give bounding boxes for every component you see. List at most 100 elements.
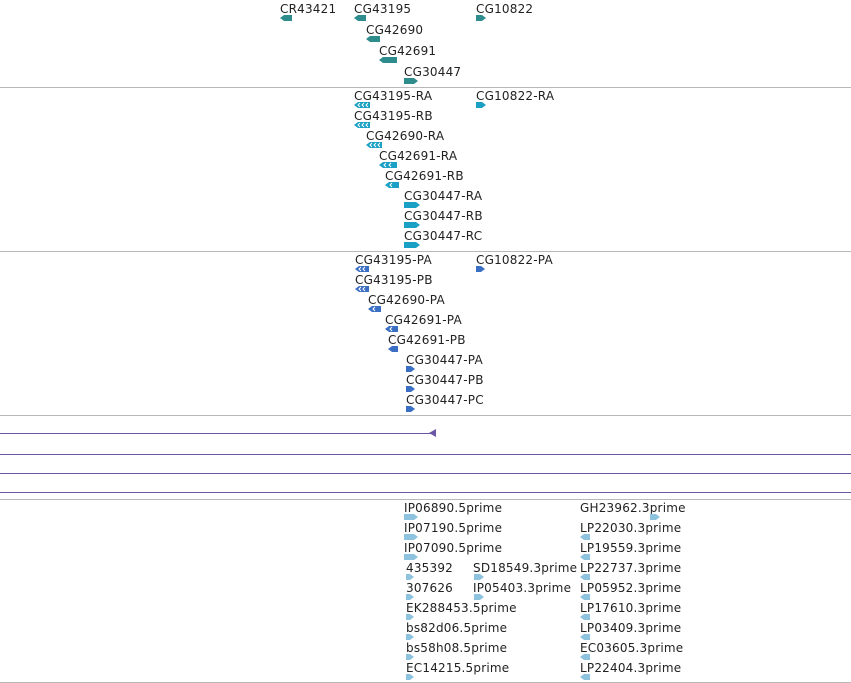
est-feature-right[interactable] xyxy=(474,594,486,602)
est-feature-right[interactable] xyxy=(406,654,416,662)
protein-feature-left[interactable] xyxy=(388,346,400,354)
alignment-line[interactable] xyxy=(0,433,434,434)
est-feature-left[interactable] xyxy=(580,574,592,582)
protein-feature-left[interactable] xyxy=(355,266,371,274)
transcript-feature-left[interactable] xyxy=(354,102,372,110)
est-feature-left[interactable] xyxy=(580,634,592,642)
track-separator xyxy=(0,251,851,252)
transcript-track: CG43195-RA CG10822-RA CG43195-RB CG42690… xyxy=(0,88,851,251)
est-feature-left[interactable] xyxy=(580,534,592,542)
est-label[interactable]: LP19559.3prime xyxy=(580,541,682,555)
est-feature-right[interactable] xyxy=(406,594,416,602)
est-feature-right[interactable] xyxy=(406,574,416,582)
est-label[interactable]: IP07190.5prime xyxy=(404,521,503,535)
protein-feature-left[interactable] xyxy=(385,326,400,334)
protein-label[interactable]: CG30447-PA xyxy=(406,353,483,367)
est-label[interactable]: LP17610.3prime xyxy=(580,601,682,615)
gene-label[interactable]: CR43421 xyxy=(280,2,337,16)
gene-track: CR43421 CG43195 CG10822 CG42690 CG42691 … xyxy=(0,0,851,87)
est-feature-right[interactable] xyxy=(650,514,662,522)
alignment-line[interactable] xyxy=(0,454,851,455)
left-arrow-icon xyxy=(429,429,436,437)
track-separator xyxy=(0,499,851,500)
est-label[interactable]: SD18549.3prime xyxy=(473,561,578,575)
protein-feature-right[interactable] xyxy=(406,366,418,374)
transcript-label[interactable]: CG30447-RB xyxy=(404,209,483,223)
gene-feature-right[interactable] xyxy=(404,78,420,86)
est-label[interactable]: EC03605.3prime xyxy=(580,641,684,655)
est-feature-left[interactable] xyxy=(580,614,592,622)
est-label[interactable]: bs82d06.5prime xyxy=(406,621,508,635)
est-label[interactable]: GH23962.3prime xyxy=(580,501,686,515)
protein-label[interactable]: CG43195-PA xyxy=(355,253,432,267)
est-label[interactable]: bs58h08.5prime xyxy=(406,641,508,655)
est-track: IP06890.5prime GH23962.3prime IP07190.5p… xyxy=(0,500,851,682)
transcript-label[interactable]: CG30447-RA xyxy=(404,189,483,203)
protein-label[interactable]: CG10822-PA xyxy=(476,253,553,267)
protein-feature-left[interactable] xyxy=(355,286,371,294)
gene-feature-left[interactable] xyxy=(366,36,382,44)
gene-label[interactable]: CG42690 xyxy=(366,23,424,37)
est-feature-right[interactable] xyxy=(406,674,416,682)
gene-feature-left[interactable] xyxy=(354,15,368,23)
alignment-line[interactable] xyxy=(0,473,851,474)
transcript-feature-left[interactable] xyxy=(379,162,399,170)
gene-feature-left[interactable] xyxy=(379,57,399,65)
est-feature-left[interactable] xyxy=(580,674,592,682)
transcript-label[interactable]: CG43195-RA xyxy=(354,89,433,103)
protein-feature-right[interactable] xyxy=(406,386,418,394)
est-feature-right[interactable] xyxy=(404,534,420,542)
est-label[interactable]: IP07090.5prime xyxy=(404,541,503,555)
alignment-line-track xyxy=(0,416,851,499)
est-feature-right[interactable] xyxy=(404,554,420,562)
gene-label[interactable]: CG43195 xyxy=(354,2,412,16)
gene-label[interactable]: CG10822 xyxy=(476,2,534,16)
est-label[interactable]: LP22030.3prime xyxy=(580,521,682,535)
est-label[interactable]: LP22404.3prime xyxy=(580,661,682,675)
est-feature-right[interactable] xyxy=(406,614,416,622)
est-label[interactable]: LP03409.3prime xyxy=(580,621,682,635)
transcript-label[interactable]: CG10822-RA xyxy=(476,89,555,103)
protein-label[interactable]: CG42690-PA xyxy=(368,293,445,307)
est-feature-right[interactable] xyxy=(406,634,416,642)
gene-feature-left[interactable] xyxy=(280,15,294,23)
gene-label[interactable]: CG30447 xyxy=(404,65,462,79)
protein-label[interactable]: CG43195-PB xyxy=(355,273,433,287)
transcript-feature-left[interactable] xyxy=(385,182,401,190)
protein-label[interactable]: CG42691-PB xyxy=(388,333,466,347)
transcript-label[interactable]: CG42690-RA xyxy=(366,129,445,143)
protein-label[interactable]: CG42691-PA xyxy=(385,313,462,327)
transcript-feature-right[interactable] xyxy=(476,102,488,110)
transcript-feature-right[interactable] xyxy=(404,202,422,210)
est-label[interactable]: LP22737.3prime xyxy=(580,561,682,575)
gene-feature-right[interactable] xyxy=(476,15,488,23)
protein-feature-right[interactable] xyxy=(406,406,418,414)
transcript-label[interactable]: CG43195-RB xyxy=(354,109,433,123)
protein-feature-left[interactable] xyxy=(368,306,383,314)
est-label[interactable]: LP05952.3prime xyxy=(580,581,682,595)
protein-label[interactable]: CG30447-PB xyxy=(406,373,484,387)
est-feature-left[interactable] xyxy=(580,594,592,602)
est-label[interactable]: IP06890.5prime xyxy=(404,501,503,515)
transcript-label[interactable]: CG42691-RB xyxy=(385,169,464,183)
est-feature-left[interactable] xyxy=(580,554,592,562)
est-label[interactable]: IP05403.3prime xyxy=(473,581,572,595)
protein-label[interactable]: CG30447-PC xyxy=(406,393,484,407)
transcript-feature-left[interactable] xyxy=(354,122,372,130)
est-label[interactable]: EC14215.5prime xyxy=(406,661,510,675)
est-label[interactable]: EK288453.5prime xyxy=(406,601,517,615)
est-feature-right[interactable] xyxy=(474,574,486,582)
transcript-feature-right[interactable] xyxy=(404,242,422,250)
transcript-label[interactable]: CG42691-RA xyxy=(379,149,458,163)
alignment-line[interactable] xyxy=(0,492,851,493)
est-label[interactable]: 435392 xyxy=(406,561,454,575)
est-feature-right[interactable] xyxy=(404,514,420,522)
est-label[interactable]: 307626 xyxy=(406,581,454,595)
transcript-feature-right[interactable] xyxy=(404,222,422,230)
protein-feature-right[interactable] xyxy=(476,266,488,274)
transcript-feature-left[interactable] xyxy=(366,142,384,150)
est-feature-left[interactable] xyxy=(580,654,592,662)
gene-label[interactable]: CG42691 xyxy=(379,44,437,58)
transcript-label[interactable]: CG30447-RC xyxy=(404,229,483,243)
